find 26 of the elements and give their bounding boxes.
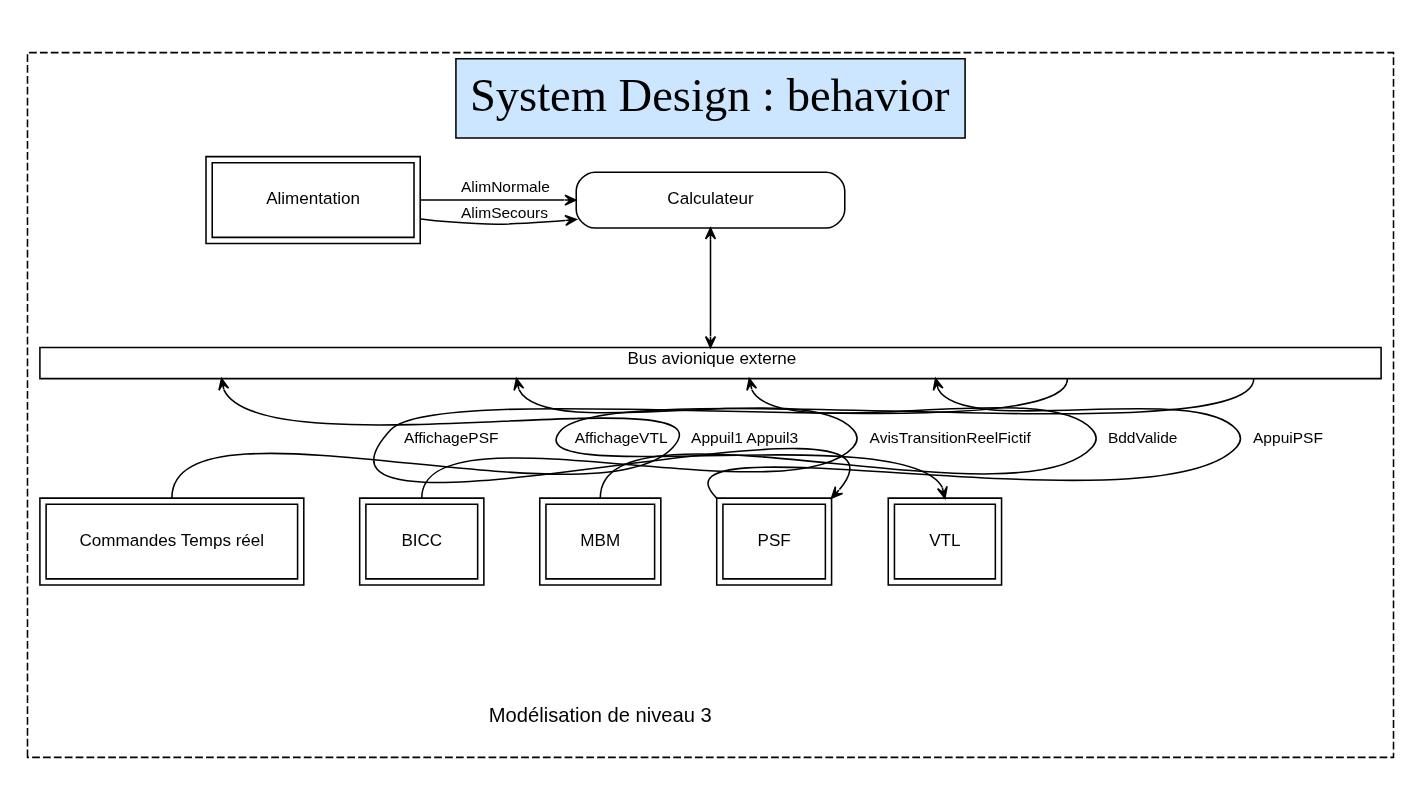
node-box: Commandes Temps réel <box>39 496 305 586</box>
arrow <box>421 377 858 499</box>
edge-label: AvisTransitionReelFictif <box>869 428 1031 446</box>
arrow <box>707 377 1242 499</box>
edge-label: AlimSecours <box>460 203 549 221</box>
edge-label: AffichageVTL <box>574 428 668 446</box>
edge-label: AffichagePSF <box>403 428 499 446</box>
node-box: Calculateur <box>575 170 846 229</box>
arrow <box>599 377 1097 499</box>
arrow <box>171 377 680 499</box>
arrow <box>420 214 577 226</box>
node-box: Bus avionique externe <box>39 346 1382 379</box>
label: Modélisation de niveau 3 <box>488 703 712 726</box>
arrow <box>555 377 1255 499</box>
edge-label: AlimNormale <box>460 177 550 195</box>
edge-label: AppuiPSF <box>1253 428 1323 446</box>
node-box: PSF <box>715 496 833 586</box>
node-box: MBM <box>538 496 662 586</box>
node-box: BICC <box>358 496 485 586</box>
arrow <box>704 226 717 348</box>
edge-label: Appuil1 Appuil3 <box>691 428 799 446</box>
node-box: Alimentation <box>205 155 421 244</box>
arrow <box>419 193 577 206</box>
edge-label: BddValide <box>1107 428 1178 446</box>
arrow <box>373 377 1069 499</box>
node-box: VTL <box>887 496 1003 586</box>
